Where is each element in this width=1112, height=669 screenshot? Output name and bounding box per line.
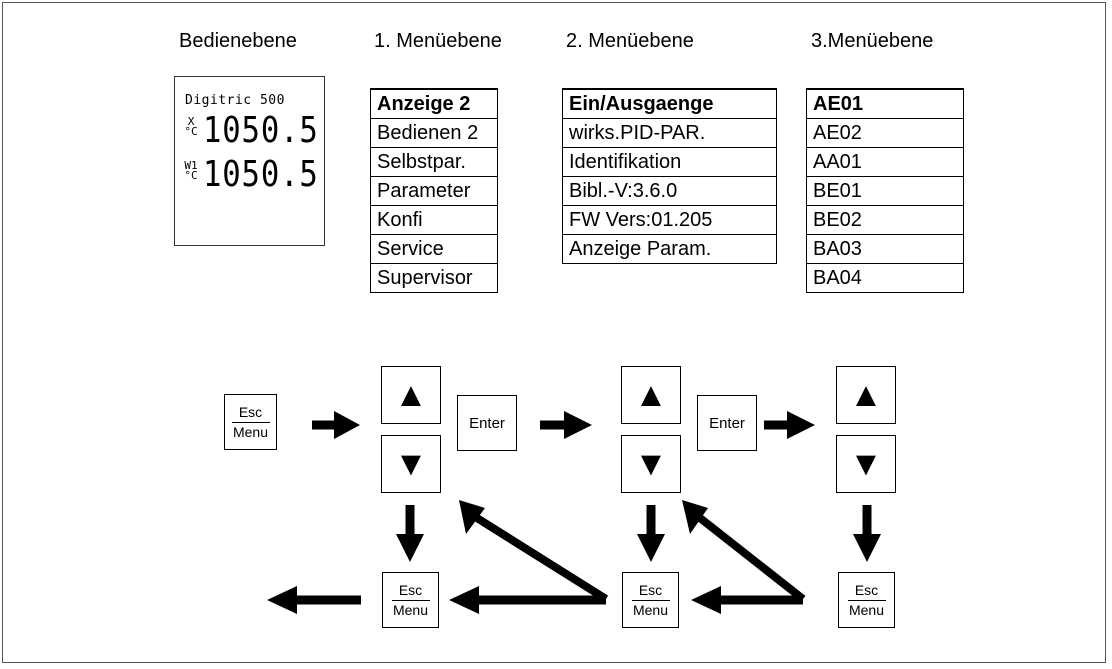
menu-label: Menu [848,601,885,618]
esc-menu-key-3[interactable]: Esc Menu [838,572,895,628]
menu2-item: Bibl.-V:3.6.0 [562,175,777,206]
arrow-down-3-head [853,534,881,562]
enter-key-2[interactable]: Enter [697,395,757,451]
header-bedienebene: Bedienebene [179,30,297,52]
esc-menu-key-start[interactable]: Esc Menu [224,394,277,450]
menu2-item: FW Vers:01.205 [562,204,777,235]
down-key-3[interactable]: ▼ [836,435,896,493]
menu2-item: wirks.PID-PAR. [562,117,777,148]
header-menu-level-1: 1. Menüebene [374,30,502,52]
down-arrow-icon: ▼ [394,444,428,483]
device-display: Digitric 500 X °C 1050.5 W1 °C 1050.5 [174,76,325,246]
esc-label: Esc [398,581,423,598]
menu-label: Menu [232,423,269,440]
arrow-left-3-head [691,586,721,614]
menu2-item: Identifikation [562,146,777,177]
menu3-item: BA03 [806,233,964,264]
down-arrow-icon: ▼ [849,444,883,483]
up-arrow-icon: ▲ [394,375,428,414]
key-divider [631,599,670,601]
up-key-1[interactable]: ▲ [381,366,441,424]
up-arrow-icon: ▲ [849,375,883,414]
key-divider [391,599,430,601]
display-value-w1: 1050.5 [203,154,319,195]
arrow-right-1-head [334,411,360,439]
esc-label: Esc [854,581,879,598]
menu3-item: AE01 [806,88,964,119]
up-key-2[interactable]: ▲ [621,366,681,424]
arrow-diagonal-1-head [459,500,485,534]
display-title: Digitric 500 [185,93,285,108]
menu1-item: Bedienen 2 [370,117,498,148]
arrow-right-2-head [564,411,592,439]
down-arrow-icon: ▼ [634,444,668,483]
arrow-diagonal-2-head [682,500,708,534]
menu3-item: BA04 [806,262,964,293]
key-divider [847,599,886,601]
enter-key-1[interactable]: Enter [457,395,517,451]
key-divider [231,421,270,423]
header-menu-level-2: 2. Menüebene [566,30,694,52]
menu1-item: Selbstpar. [370,146,498,177]
menu3-item: AA01 [806,146,964,177]
menu1-item: Service [370,233,498,264]
display-unit-w1: W1 °C [184,159,198,182]
menu2-item: Anzeige Param. [562,233,777,264]
menu1-item: Anzeige 2 [370,88,498,119]
up-arrow-icon: ▲ [634,375,668,414]
menu1-item: Supervisor [370,262,498,293]
arrow-diagonal-2 [697,514,806,603]
menu1-item: Konfi [370,204,498,235]
down-key-1[interactable]: ▼ [381,435,441,493]
arrow-down-1-head [396,534,424,562]
arrow-down-2-head [637,534,665,562]
display-value-x: 1050.5 [203,110,319,151]
menu-level-1: Anzeige 2 Bedienen 2 Selbstpar. Paramete… [370,88,498,293]
menu-label: Menu [632,601,669,618]
arrow-diagonal-1 [474,514,609,603]
arrow-right-3-head [787,411,815,439]
menu1-item: Parameter [370,175,498,206]
menu-level-2: Ein/Ausgaenge wirks.PID-PAR. Identifikat… [562,88,777,264]
esc-label: Esc [638,581,663,598]
arrow-left-out-head [267,586,297,614]
menu-level-3: AE01 AE02 AA01 BE01 BE02 BA03 BA04 [806,88,964,293]
esc-menu-key-1[interactable]: Esc Menu [382,572,439,628]
arrow-left-2-head [449,586,479,614]
display-unit-x: X °C [184,115,198,138]
esc-label: Esc [238,403,263,420]
up-key-3[interactable]: ▲ [836,366,896,424]
header-menu-level-3: 3.Menüebene [811,30,934,52]
menu-label: Menu [392,601,429,618]
down-key-2[interactable]: ▼ [621,435,681,493]
esc-menu-key-2[interactable]: Esc Menu [622,572,679,628]
